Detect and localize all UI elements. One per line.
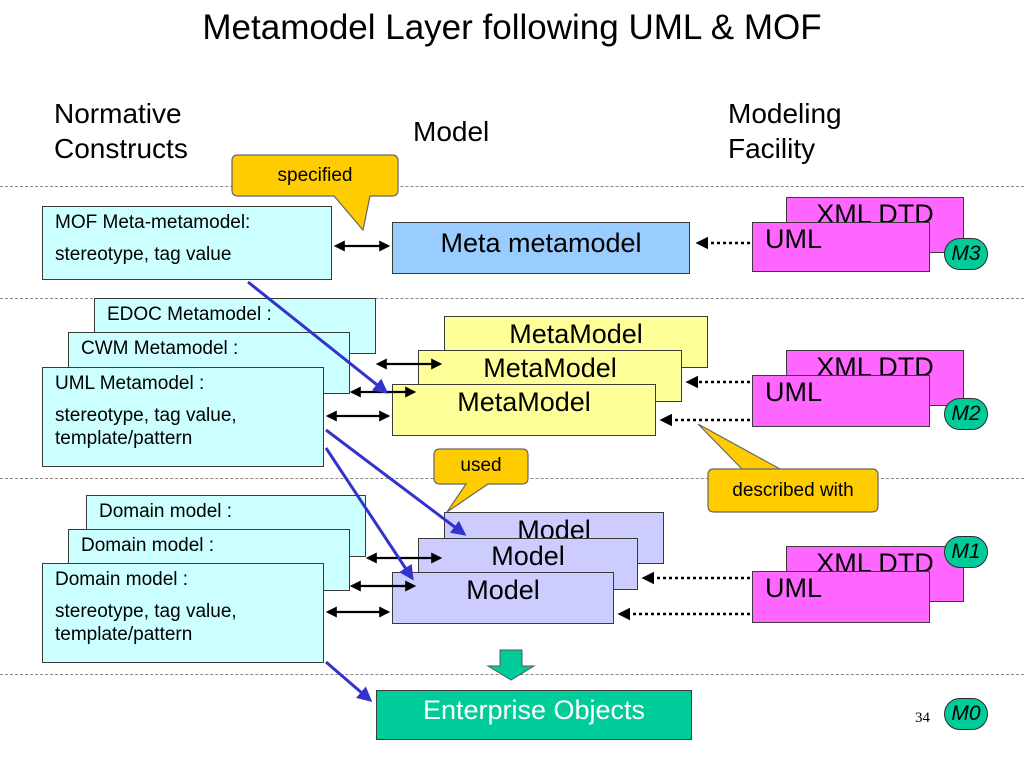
edoc-metamodel-label: EDOC Metamodel : bbox=[107, 304, 272, 325]
level-badge-m3: M3 bbox=[944, 238, 988, 270]
level-badge-m0: M0 bbox=[944, 698, 988, 730]
layer-separator-m3-m2 bbox=[0, 298, 1024, 299]
page-number: 34 bbox=[915, 710, 930, 726]
level-badge-m2: M2 bbox=[944, 398, 988, 430]
m2-uml-box: UML bbox=[752, 375, 930, 427]
down-block-arrow bbox=[486, 649, 536, 681]
domain-model-back-label: Domain model : bbox=[99, 501, 233, 522]
uml-metamodel-box: UML Metamodel : stereotype, tag value, t… bbox=[42, 367, 324, 467]
layer-separator-top bbox=[0, 186, 1024, 187]
mof-to-metamodel-arrow bbox=[247, 280, 389, 394]
level-badge-m1: M1 bbox=[944, 536, 988, 568]
used-callout-shape bbox=[433, 448, 529, 513]
mof-meta-metamodel-box: MOF Meta-metamodel: stereotype, tag valu… bbox=[42, 206, 332, 280]
m1-uml-box: UML bbox=[752, 571, 930, 623]
described-with-callout-shape bbox=[697, 423, 879, 513]
enterprise-objects-box: Enterprise Objects bbox=[376, 690, 692, 740]
uml-metamodel-label: UML Metamodel : bbox=[55, 373, 205, 394]
uml-metamodel-to-model-arrow bbox=[325, 428, 467, 536]
meta-metamodel-box: Meta metamodel bbox=[392, 222, 690, 274]
described-with-callout-label: described with bbox=[732, 480, 854, 501]
domain-model-front-label: Domain model : bbox=[55, 569, 189, 590]
metamodel-box-front: MetaModel bbox=[392, 384, 656, 436]
mof-meta-metamodel-constructs: stereotype, tag value bbox=[55, 244, 232, 266]
modeling-facility-heading: Modeling Facility bbox=[728, 98, 842, 164]
model-heading: Model bbox=[413, 116, 490, 147]
specified-callout-shape bbox=[231, 154, 399, 232]
page-title: Metamodel Layer following UML & MOF bbox=[202, 8, 822, 47]
domain-model-mid-label: Domain model : bbox=[81, 535, 215, 556]
mof-meta-metamodel-label: MOF Meta-metamodel: bbox=[55, 212, 251, 233]
domain-model-to-objects-arrow bbox=[325, 660, 373, 702]
domain-model-constructs: stereotype, tag value, template/pattern bbox=[55, 601, 237, 645]
cwm-metamodel-to-model-arrow bbox=[324, 447, 414, 581]
model-box-front: Model bbox=[392, 572, 614, 624]
specified-callout-label: specified bbox=[277, 165, 353, 186]
normative-constructs-heading: Normative Constructs bbox=[54, 98, 188, 164]
domain-model-box-front: Domain model : stereotype, tag value, te… bbox=[42, 563, 324, 663]
used-callout-label: used bbox=[460, 455, 502, 476]
cwm-metamodel-label: CWM Metamodel : bbox=[81, 338, 239, 359]
uml-metamodel-constructs: stereotype, tag value, template/pattern bbox=[55, 405, 237, 449]
m3-uml-box: UML bbox=[752, 222, 930, 272]
